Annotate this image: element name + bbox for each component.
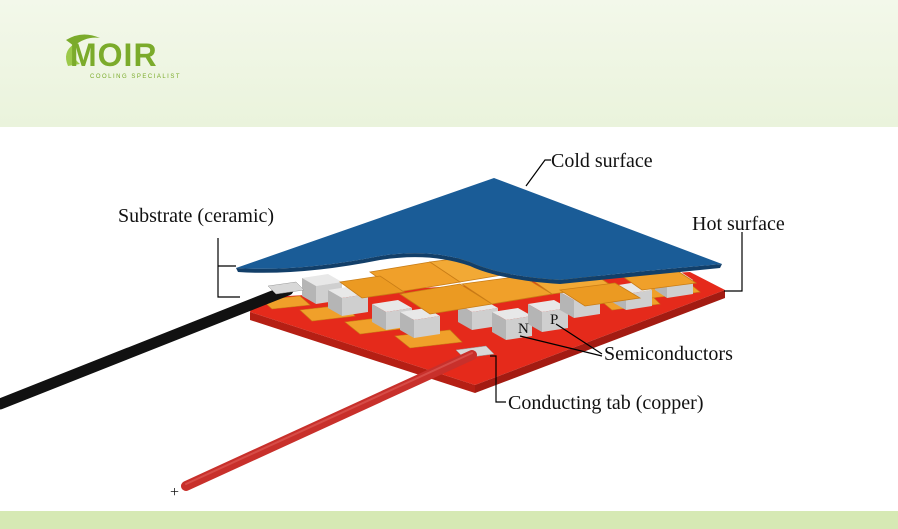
red-wire	[181, 350, 477, 491]
terminal-tab-black	[267, 281, 305, 295]
semiconductors-label: Semiconductors	[604, 343, 733, 365]
p-type-label: P	[550, 312, 558, 328]
hot-surface-leader	[724, 232, 743, 292]
p-type-pellet	[528, 300, 568, 332]
header-band	[0, 0, 898, 127]
positive-terminal-label: +	[170, 484, 179, 501]
black-wire	[0, 284, 294, 410]
substrate-leader	[217, 238, 240, 298]
semiconductor-leader	[519, 335, 603, 357]
moir-logo: MOIR COOLING SPECIALIST	[66, 34, 181, 80]
logo-tagline: COOLING SPECIALIST	[90, 74, 181, 80]
footer-band	[0, 511, 898, 529]
semiconductor-leader	[555, 323, 603, 355]
cold-surface-leader	[525, 159, 551, 187]
logo-brand: MOIR	[70, 37, 158, 73]
conducting-tab-label: Conducting tab (copper)	[508, 392, 704, 414]
cold-surface-plate	[236, 178, 722, 280]
n-type-label: N	[518, 321, 529, 337]
conducting-tab-leader	[490, 355, 506, 403]
hot-surface-label: Hot surface	[692, 213, 785, 235]
logo-swirl-icon	[66, 34, 100, 66]
substrate-label: Substrate (ceramic)	[118, 205, 274, 227]
cold-surface-label: Cold surface	[551, 150, 653, 172]
peltier-module-diagram: Cold surface Hot surface Substrate (cera…	[0, 150, 785, 501]
n-type-pellet	[492, 308, 532, 340]
